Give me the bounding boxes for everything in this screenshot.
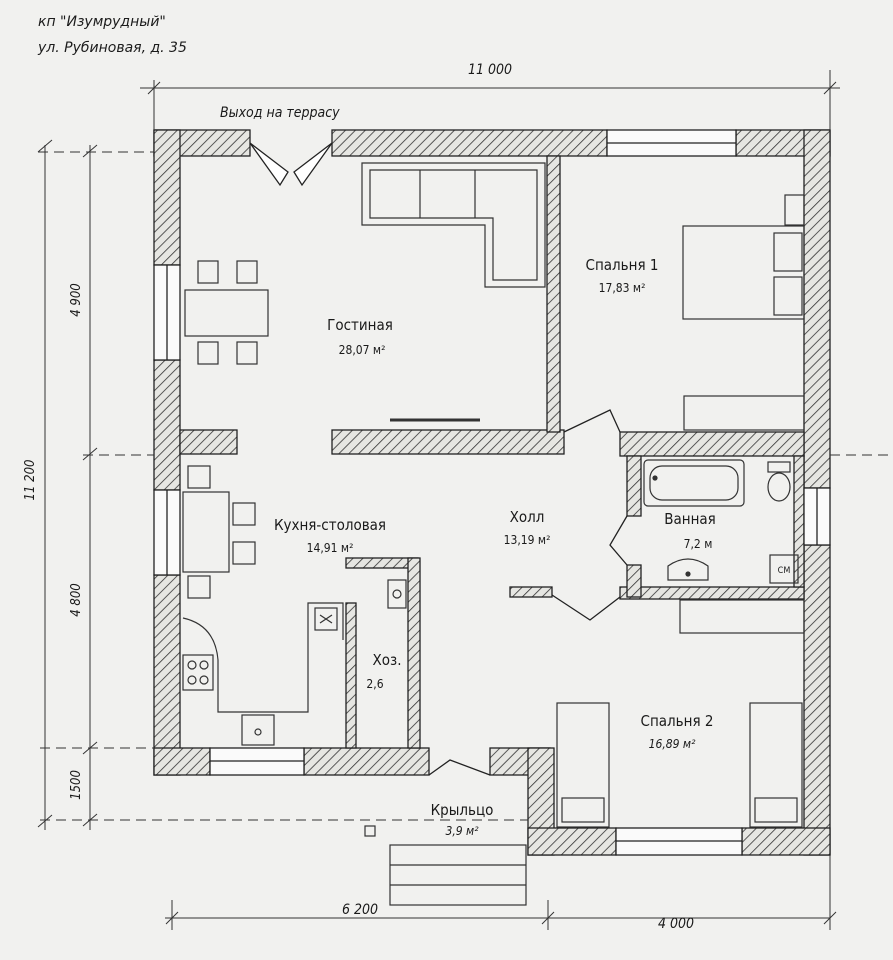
dim-left-upper: 4 900: [69, 283, 84, 316]
walls: [153, 129, 831, 856]
dimension-lines: [37, 70, 890, 930]
hall-name: Холл: [510, 508, 545, 526]
kitchen-area: 14,91 м²: [307, 541, 354, 555]
terrace-exit-label: Выход на террасу: [220, 105, 340, 121]
bedroom1-name: Спальня 1: [586, 256, 659, 274]
washer-label: СМ: [778, 566, 791, 576]
living-room-area: 28,07 м²: [339, 343, 386, 357]
porch-name: Крыльцо: [431, 801, 494, 819]
address-line-1: кп "Изумрудный": [38, 14, 166, 30]
living-room-name: Гостиная: [327, 316, 393, 334]
windows: [153, 129, 831, 856]
dim-top: 11 000: [468, 62, 512, 78]
furniture: [182, 162, 805, 906]
dimension-labels: 11 000 11 200 4 900 4 800 1500 6 200 4 0…: [23, 62, 694, 932]
bedroom2-area: 16,89 м²: [649, 737, 696, 751]
bedroom1-area: 17,83 м²: [599, 281, 646, 295]
porch-area: 3,9 м²: [445, 824, 479, 838]
utility-area: 2,6: [366, 677, 383, 691]
room-labels: Выход на террасу Гостиная 28,07 м² Спаль…: [220, 105, 790, 838]
dim-left-lower: 1500: [69, 770, 84, 800]
bath-name: Ванная: [664, 510, 716, 528]
doors: [249, 142, 628, 776]
utility-name: Хоз.: [373, 651, 402, 669]
address-line-2: ул. Рубиновая, д. 35: [38, 40, 187, 56]
kitchen-name: Кухня-столовая: [274, 516, 386, 534]
dim-left-middle: 4 800: [69, 583, 84, 616]
hall-area: 13,19 м²: [504, 533, 551, 547]
dim-bottom-right: 4 000: [658, 916, 694, 932]
dim-bottom-left: 6 200: [342, 902, 378, 918]
dim-left-total: 11 200: [23, 460, 38, 501]
bath-area: 7,2 м: [684, 537, 713, 551]
bedroom2-name: Спальня 2: [641, 712, 714, 730]
